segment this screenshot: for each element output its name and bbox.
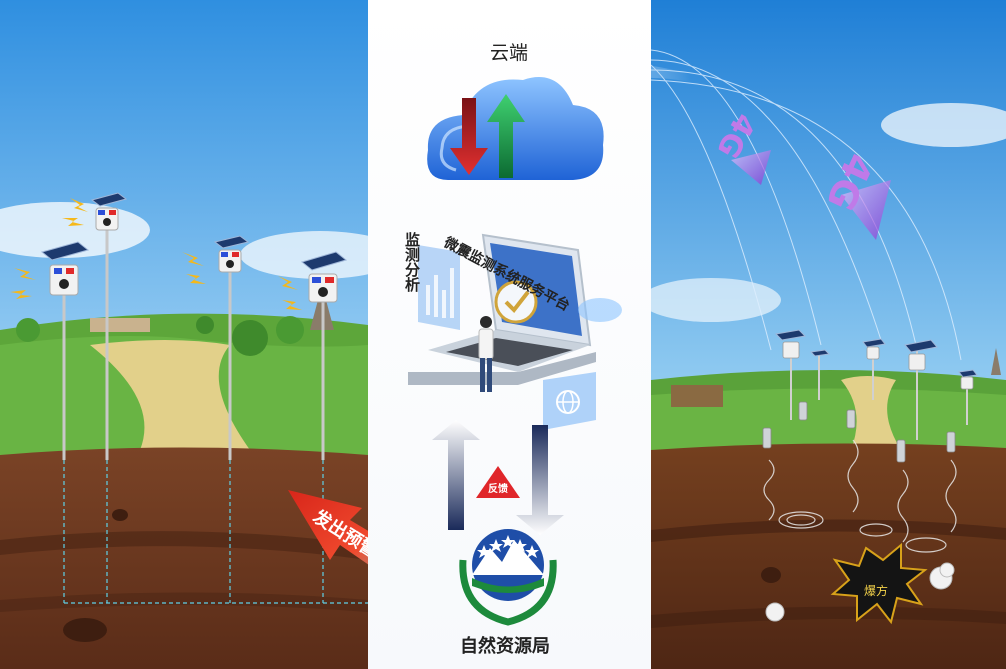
right-scene-panel: 4G 4G 爆方: [651, 0, 1006, 669]
upload-arrow-icon: [487, 94, 525, 178]
center-graphic: [408, 77, 622, 626]
left-scene-graphic: [0, 0, 368, 669]
cloud-icon: [427, 77, 604, 180]
blast-label: 爆方: [864, 584, 889, 598]
right-scene-graphic: [651, 0, 1006, 669]
warning-arrow: [288, 490, 368, 565]
feedback-label: 反馈: [488, 484, 508, 495]
download-arrow-icon: [450, 98, 488, 175]
analysis-label: 监测分析: [403, 232, 421, 292]
center-panel: 云端 微震监测系统服务平台 监测分析 反馈 自然资源局: [368, 0, 651, 669]
bureau-logo: [459, 529, 557, 626]
left-scene-panel: 发出预警: [0, 0, 368, 669]
feedback-badge: [476, 466, 520, 498]
blast-icon: [830, 542, 928, 625]
upload-swoosh-arrow: [651, 65, 691, 82]
upward-arrow-left: [432, 420, 480, 530]
cloud-label: 云端: [490, 42, 529, 64]
bureau-label: 自然资源局: [460, 636, 550, 657]
globe-screen-icon: [543, 372, 596, 430]
laptop-icon: [408, 233, 596, 385]
person-figure: [478, 316, 494, 392]
downward-arrow-right: [516, 425, 564, 535]
